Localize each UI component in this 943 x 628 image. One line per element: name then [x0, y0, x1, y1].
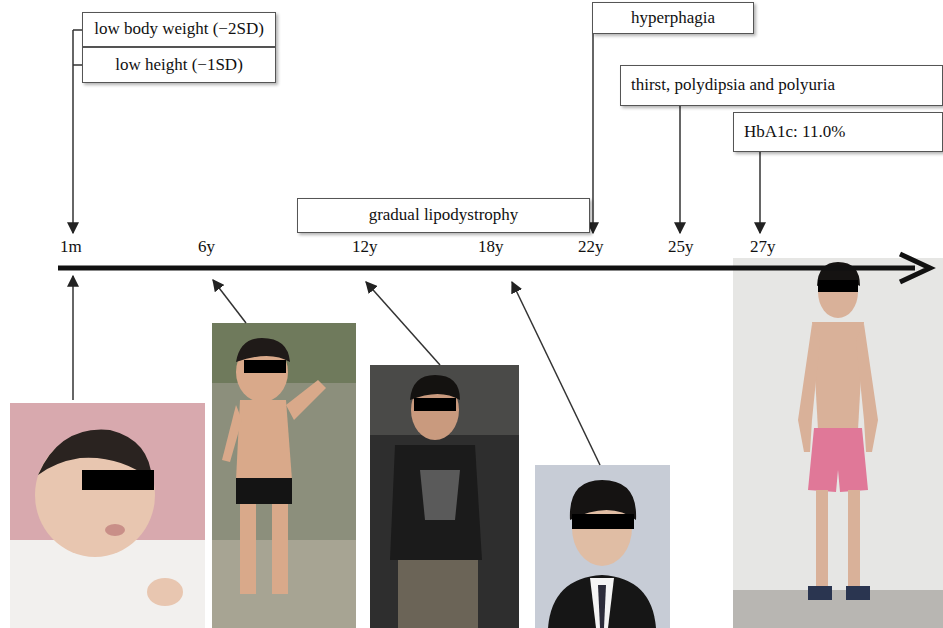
time-label: 25y [668, 238, 694, 257]
photo-adult [733, 258, 943, 628]
pointer-arrow [72, 276, 74, 400]
time-axis [58, 266, 915, 271]
photo-adolescent [370, 365, 519, 628]
pointer-arrow [213, 280, 246, 323]
pointer-arrow [679, 106, 681, 233]
time-label: 12y [352, 238, 378, 257]
event-box: HbA1c: 11.0% [733, 112, 943, 152]
time-label: 1m [60, 238, 82, 257]
event-box: hyperphagia [592, 2, 754, 34]
event-box: thirst, polydipsia and polyuria [620, 65, 943, 106]
photo-child [212, 323, 356, 628]
pointer-arrow [592, 34, 594, 233]
time-label: 18y [478, 238, 504, 257]
time-axis-head [900, 254, 930, 282]
event-text: low body weight (−2SD) [94, 20, 264, 39]
photo-infant [10, 403, 205, 628]
pointer-arrow [72, 30, 74, 233]
bracket-stub [73, 30, 82, 65]
event-text: low height (−1SD) [115, 56, 243, 75]
event-box: gradual lipodystrophy [297, 198, 590, 233]
event-box: low body weight (−2SD) [82, 12, 276, 47]
event-text: hyperphagia [631, 9, 715, 28]
pointer-arrow [366, 282, 440, 365]
pointer-arrow [759, 152, 761, 233]
pointer-arrow [512, 282, 600, 465]
time-label: 27y [750, 238, 776, 257]
time-label: 22y [578, 238, 604, 257]
event-box: low height (−1SD) [82, 47, 276, 83]
event-text: thirst, polydipsia and polyuria [631, 76, 835, 95]
photo-young-adult [535, 465, 670, 628]
event-text: HbA1c: 11.0% [744, 123, 845, 142]
time-label: 6y [198, 238, 215, 257]
event-text: gradual lipodystrophy [369, 206, 519, 225]
